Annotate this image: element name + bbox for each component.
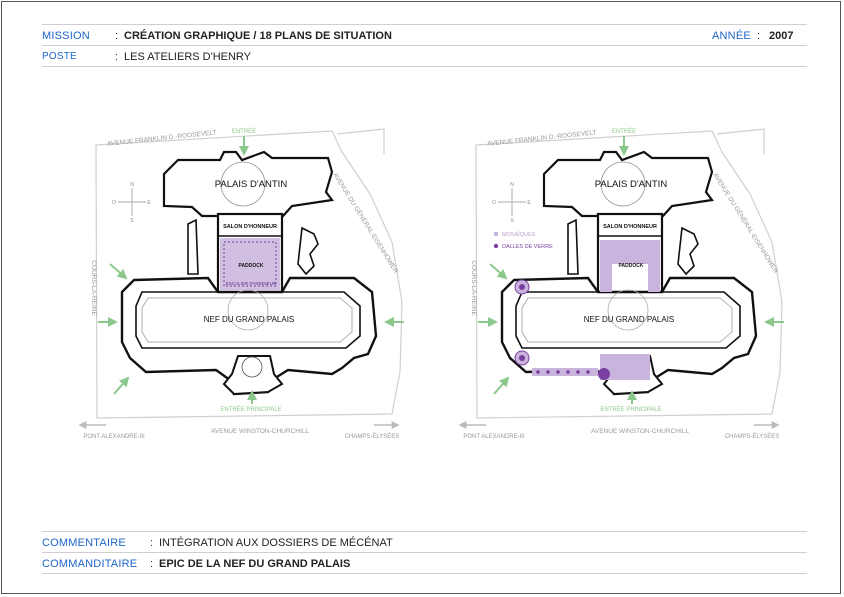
mission-row: MISSION : CRÉATION GRAPHIQUE / 18 PLANS … <box>42 25 807 46</box>
commanditaire-label: COMMANDITAIRE <box>42 558 138 570</box>
compass-s: S <box>130 218 134 224</box>
label-palais-antin: PALAIS D'ANTIN <box>595 179 668 190</box>
poste-colon: : <box>115 51 119 63</box>
label-entree-principale: ENTRÉE PRINCIPALE <box>600 406 661 413</box>
header-top-rule <box>42 24 807 25</box>
compass-icon: N S E O <box>112 182 151 224</box>
annee-label: ANNÉE <box>712 30 751 42</box>
label-nef: NEF DU GRAND PALAIS <box>204 315 295 324</box>
plan-right: MOSAÏQUES DALLES DE VERRE PALAIS D'ANTIN… <box>460 128 784 440</box>
commentaire-value: INTÉGRATION AUX DOSSIERS DE MÉCÉNAT <box>159 537 393 549</box>
commentaire-row: COMMENTAIRE : INTÉGRATION AUX DOSSIERS D… <box>42 532 807 553</box>
commanditaire-colon: : <box>150 558 154 570</box>
poste-label: POSTE <box>42 51 77 62</box>
label-avenue-eisenhower: AVENUE DU GÉNÉRAL-EISENHOWER <box>331 171 401 275</box>
mission-colon: : <box>115 30 119 42</box>
legend-mosaiques: MOSAÏQUES <box>502 231 536 238</box>
annee-value: 2007 <box>769 30 794 42</box>
label-nef: NEF DU GRAND PALAIS <box>584 315 675 324</box>
annee-colon: : <box>757 30 761 42</box>
mission-value: CRÉATION GRAPHIQUE / 18 PLANS DE SITUATI… <box>124 30 392 42</box>
commentaire-label: COMMENTAIRE <box>42 537 126 549</box>
poste-row: POSTE : LES ATELIERS D'HENRY <box>42 46 807 67</box>
label-cours-la-reine: COURS-LA-REINE <box>90 260 97 316</box>
mosaic-area <box>220 238 280 290</box>
mission-label: MISSION <box>42 30 90 42</box>
label-avenue-churchill: AVENUE WINSTON-CHURCHILL <box>591 428 689 435</box>
poste-value: LES ATELIERS D'HENRY <box>124 51 252 63</box>
compass-icon: N S E O <box>492 182 531 224</box>
label-paddock: PADDOCK <box>619 263 644 269</box>
compass-e: E <box>147 200 151 206</box>
legend-dalles: DALLES DE VERRE <box>502 244 553 250</box>
label-palais-antin: PALAIS D'ANTIN <box>215 179 288 190</box>
compass-n: N <box>510 182 514 188</box>
footer-top-rule <box>42 531 807 532</box>
compass-e: E <box>527 200 531 206</box>
mosaic-area <box>600 240 660 292</box>
label-avenue-eisenhower: AVENUE DU GÉNÉRAL-EISENHOWER <box>711 171 781 275</box>
label-paddock: PADDOCK <box>239 263 264 269</box>
label-pont-alexandre: PONT ALEXANDRE-III <box>83 434 145 440</box>
label-entree: ENTRÉE <box>232 128 256 135</box>
dalle-marker <box>598 368 610 380</box>
legend-mosaiques-swatch <box>494 232 498 236</box>
label-salon-honneur: SALON D'HONNEUR <box>223 224 277 230</box>
commanditaire-row: COMMANDITAIRE : EPIC DE LA NEF DU GRAND … <box>42 553 807 574</box>
label-salon-honneur: SALON D'HONNEUR <box>603 224 657 230</box>
dalles-row <box>536 370 590 374</box>
commentaire-colon: : <box>150 537 154 549</box>
compass-s: S <box>510 218 514 224</box>
commanditaire-value: EPIC DE LA NEF DU GRAND PALAIS <box>159 558 351 570</box>
label-entree: ENTRÉE <box>612 128 636 135</box>
compass-o: O <box>112 200 116 206</box>
plan-left: PALAIS D'ANTIN SALON D'HONNEUR PADDOCK E… <box>80 128 404 440</box>
label-entree-principale: ENTRÉE PRINCIPALE <box>220 406 281 413</box>
label-avenue-churchill: AVENUE WINSTON-CHURCHILL <box>211 428 309 435</box>
label-champs-elysees: CHAMPS-ÉLYSÉES <box>345 433 400 440</box>
label-escalier: ESCALIER D'HONNEUR <box>226 281 277 286</box>
legend-dalles-swatch <box>493 243 499 249</box>
label-cours-la-reine: COURS-LA-REINE <box>470 260 477 316</box>
compass-o: O <box>492 200 496 206</box>
compass-n: N <box>130 182 134 188</box>
label-pont-alexandre: PONT ALEXANDRE-III <box>463 434 525 440</box>
label-champs-elysees: CHAMPS-ÉLYSÉES <box>725 433 780 440</box>
